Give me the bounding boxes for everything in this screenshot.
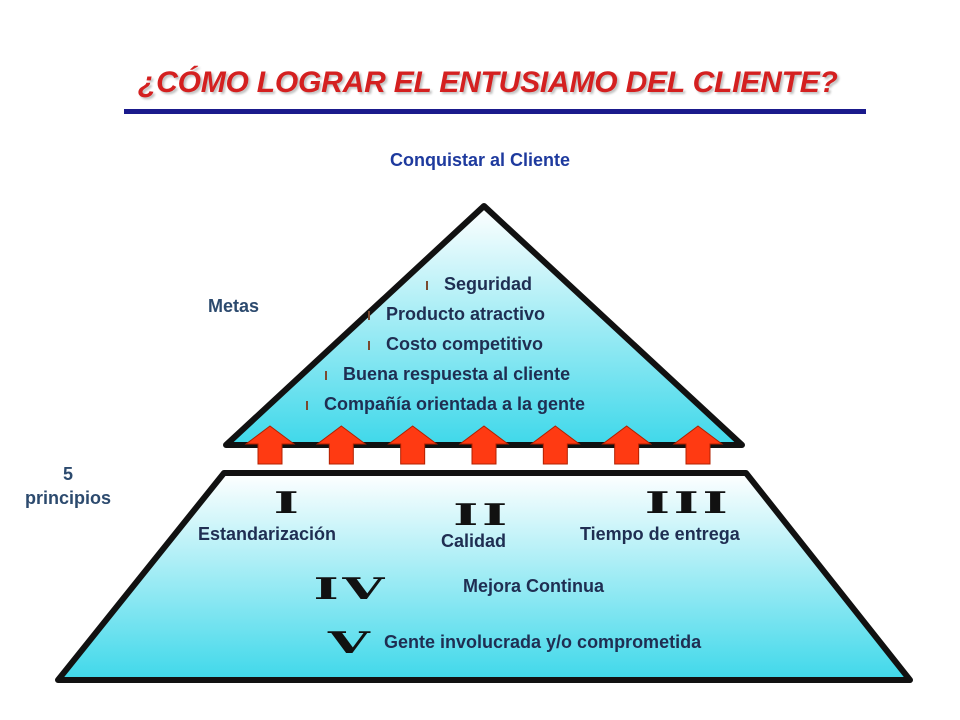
goal-item: Seguridad bbox=[426, 274, 532, 295]
up-arrow-icon bbox=[529, 425, 581, 465]
pyramid-apex-label: Conquistar al Cliente bbox=[389, 150, 571, 170]
page-title: ¿CÓMO LOGRAR EL ENTUSIAMO DEL CLIENTE? bbox=[138, 66, 838, 99]
bullet-icon bbox=[306, 400, 308, 410]
principles-label-count: 5 bbox=[62, 464, 73, 484]
bullet-icon bbox=[368, 310, 370, 320]
principles-label: 5 principios bbox=[8, 462, 128, 510]
metas-label: Metas bbox=[208, 296, 260, 316]
goal-label: Buena respuesta al cliente bbox=[343, 364, 571, 384]
goal-item: Compañía orientada a la gente bbox=[306, 394, 585, 415]
arrows-group bbox=[244, 425, 724, 465]
principle-numeral-1: I bbox=[273, 486, 303, 521]
goal-label: Seguridad bbox=[444, 274, 533, 294]
principle-label-2: Calidad bbox=[441, 531, 507, 551]
goal-item: Buena respuesta al cliente bbox=[325, 364, 570, 385]
goal-label: Compañía orientada a la gente bbox=[324, 394, 586, 414]
up-arrow-icon bbox=[387, 425, 439, 465]
up-arrow-icon bbox=[315, 425, 367, 465]
principle-label-3: Tiempo de entrega bbox=[580, 524, 740, 544]
up-arrow-icon bbox=[244, 425, 296, 465]
principles-label-text: principios bbox=[24, 488, 111, 508]
goal-label: Producto atractivo bbox=[386, 304, 546, 324]
principle-numeral-5: V bbox=[327, 626, 374, 661]
bullet-icon bbox=[368, 340, 370, 350]
up-arrow-icon bbox=[672, 425, 724, 465]
principles-trapezoid bbox=[55, 470, 913, 683]
principle-label-5: Gente involucrada y/o comprometida bbox=[384, 632, 702, 652]
goal-item: Costo competitivo bbox=[368, 334, 543, 355]
title-underline bbox=[124, 109, 866, 114]
principle-label-1: Estandarización bbox=[198, 524, 337, 544]
principle-label-4: Mejora Continua bbox=[463, 576, 605, 596]
goal-label: Costo competitivo bbox=[386, 334, 544, 354]
goal-item: Producto atractivo bbox=[368, 304, 545, 325]
up-arrow-icon bbox=[458, 425, 510, 465]
bullet-icon bbox=[426, 280, 428, 290]
principle-numeral-3: III bbox=[644, 486, 732, 521]
up-arrow-icon bbox=[601, 425, 653, 465]
bullet-icon bbox=[325, 370, 327, 380]
principle-numeral-4: IV bbox=[313, 572, 388, 607]
principle-numeral-2: II bbox=[453, 498, 511, 533]
